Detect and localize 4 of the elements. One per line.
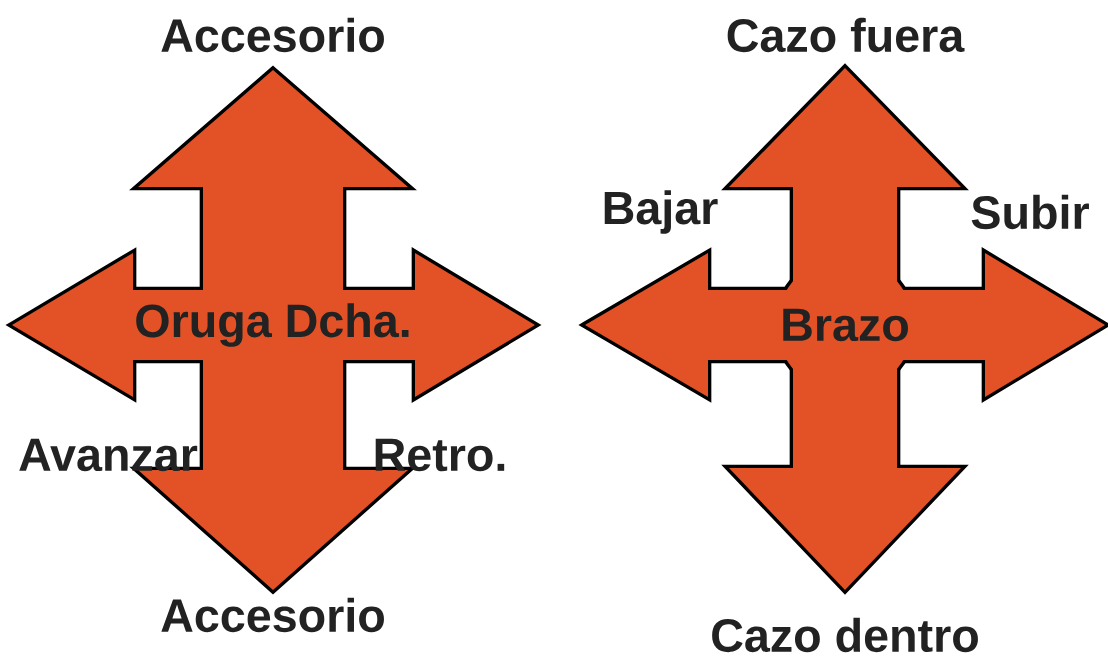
direction-label: Subir <box>971 194 1089 230</box>
direction-label: Bajar <box>604 190 718 234</box>
direction-label: Retro. <box>375 438 505 472</box>
direction-label: Avanzar <box>19 438 198 472</box>
